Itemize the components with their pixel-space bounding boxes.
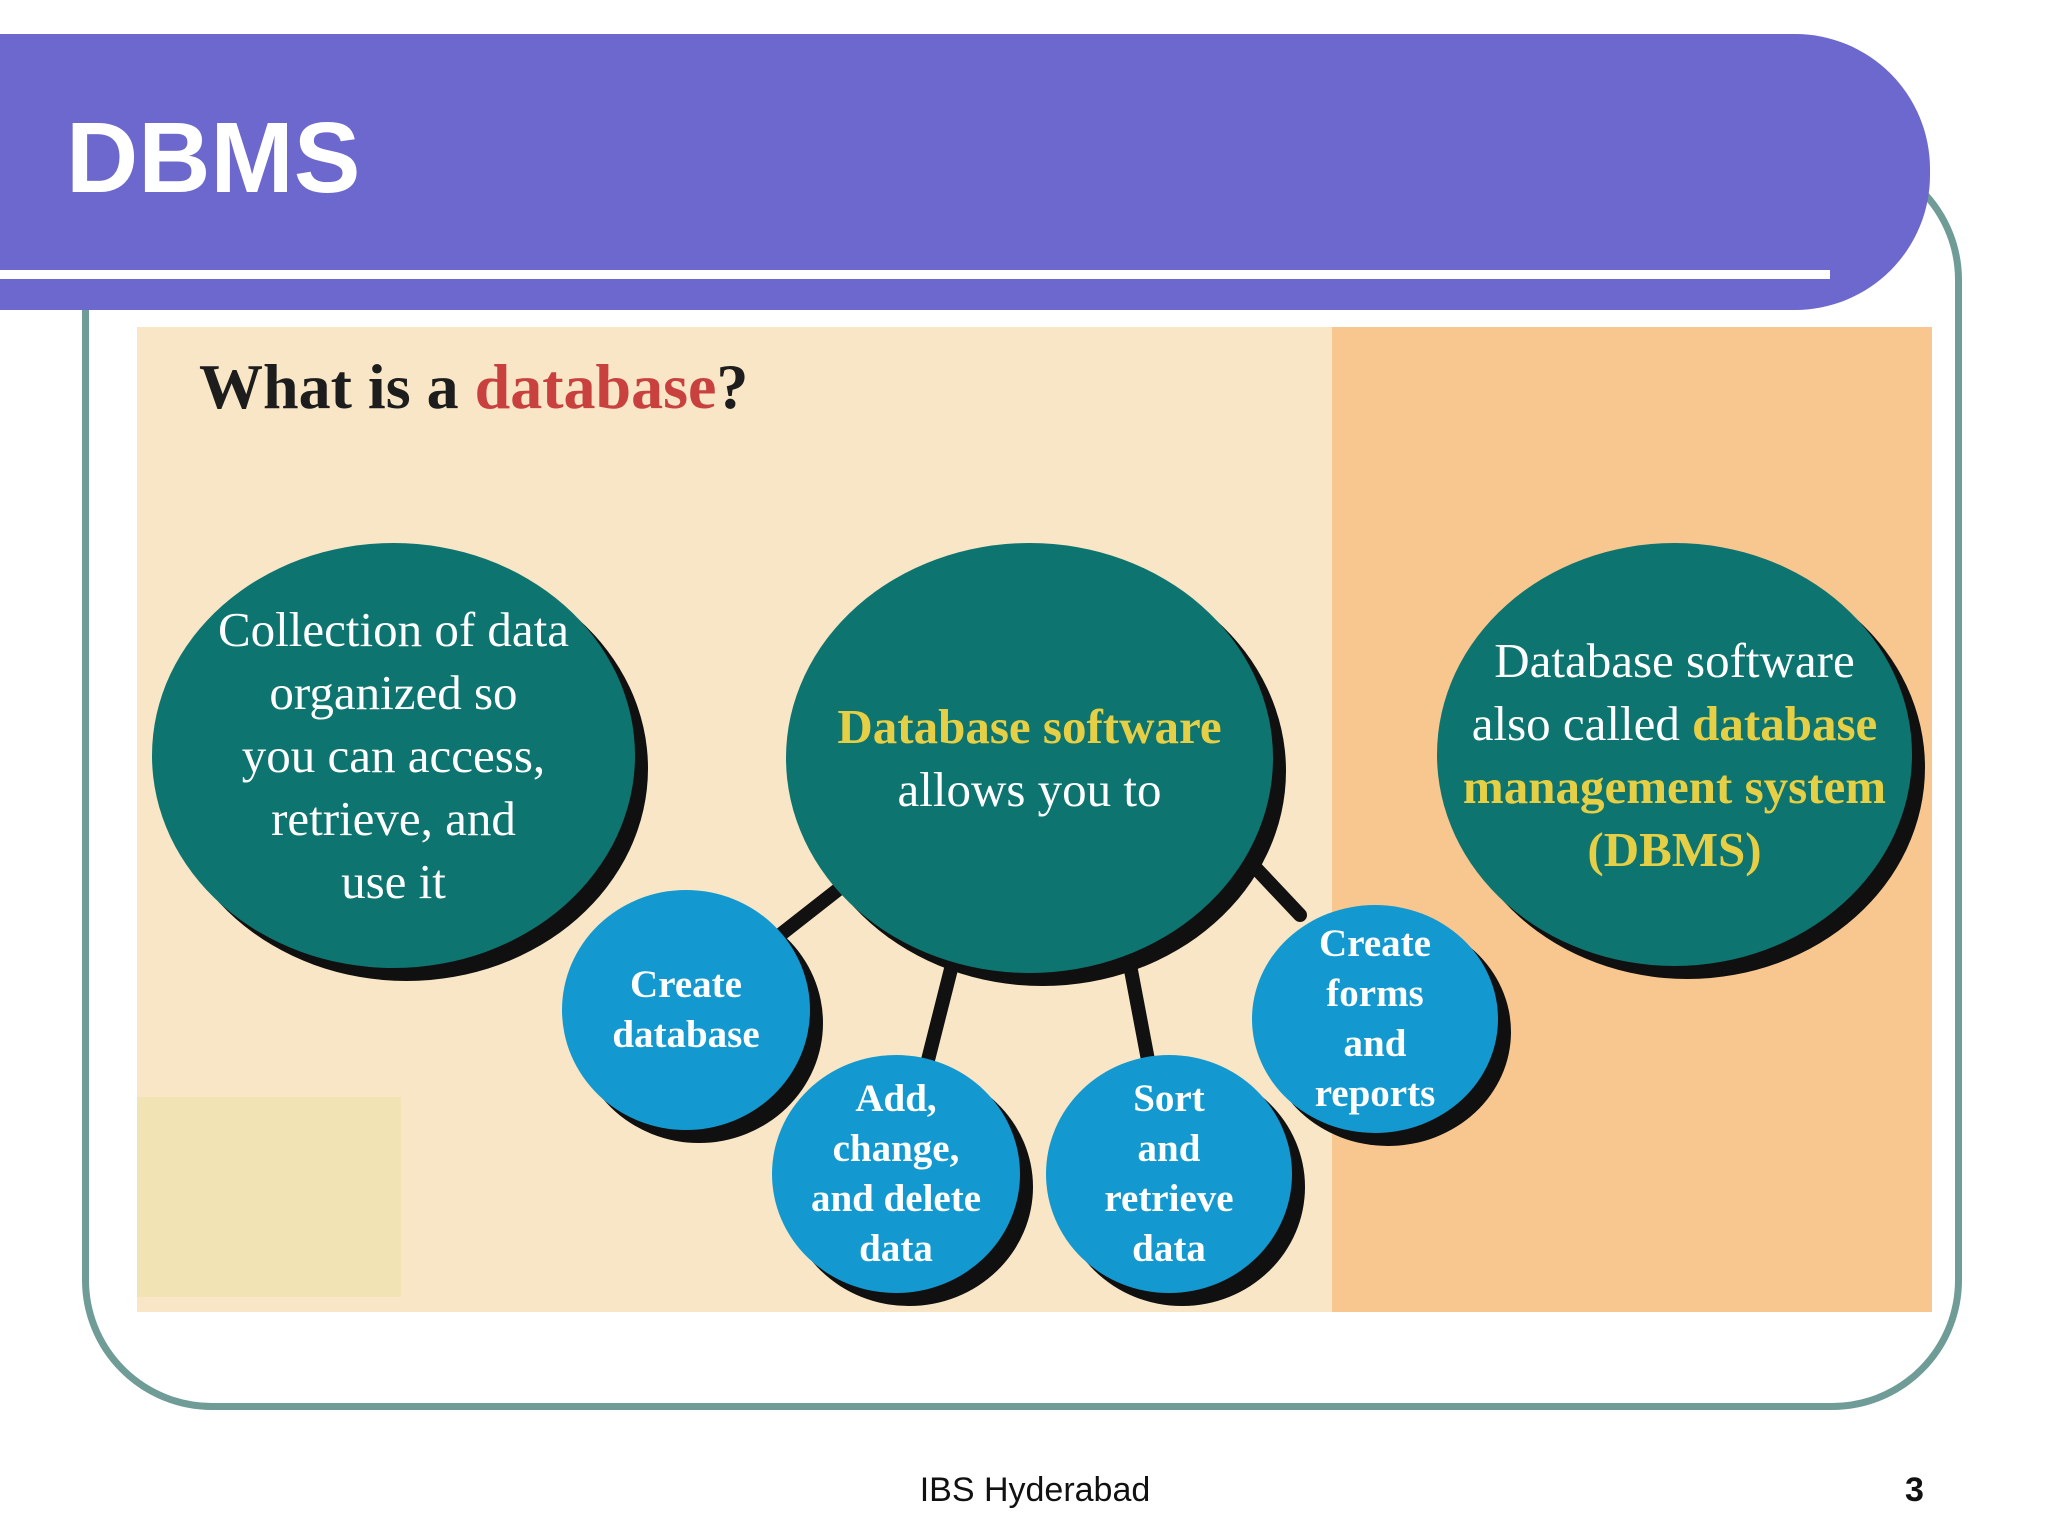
- definition-line: Collection of data: [217, 602, 570, 657]
- definition-line: organized so: [269, 665, 518, 720]
- function-line: Add,: [855, 1077, 937, 1120]
- function-line: and: [1343, 1022, 1407, 1065]
- function-line: Sort: [1133, 1077, 1205, 1120]
- function-line: Create: [1319, 922, 1431, 965]
- function-line: and delete: [810, 1177, 982, 1220]
- question-prefix: What is a: [199, 351, 475, 422]
- function-line: database: [612, 1013, 760, 1056]
- dbms-highlight-line: management system: [1462, 758, 1887, 814]
- function-line: retrieve: [1104, 1177, 1234, 1220]
- center-line: allows you to: [897, 762, 1162, 817]
- function-line: Create: [630, 963, 742, 1006]
- dbms-highlight: database: [1692, 695, 1878, 751]
- function-line: data: [1132, 1227, 1206, 1270]
- function-line: reports: [1314, 1072, 1436, 1115]
- database-software-circle: Database software allows you to: [786, 543, 1273, 973]
- panel-patch: [137, 1097, 401, 1297]
- connector-create-forms: [1243, 855, 1307, 922]
- definition-line: retrieve, and: [271, 791, 516, 846]
- dbms-line: Database software: [1494, 632, 1855, 688]
- function-line: and: [1137, 1127, 1201, 1170]
- title-bar: [0, 34, 1930, 310]
- question-heading: What is a database?: [199, 347, 748, 427]
- function-create-database: Create database: [562, 890, 810, 1130]
- slide-title: DBMS: [66, 102, 361, 214]
- connector-create-database: [773, 881, 847, 942]
- title-rule: [0, 270, 1830, 279]
- center-highlight: Database software: [837, 699, 1222, 754]
- function-sort-retrieve: Sort and retrieve data: [1046, 1055, 1292, 1293]
- definition-line: use it: [341, 854, 446, 909]
- dbms-acronym: (DBMS): [1587, 821, 1762, 877]
- definition-circle: Collection of data organized so you can …: [152, 543, 635, 968]
- function-add-change-delete: Add, change, and delete data: [772, 1055, 1020, 1293]
- function-line: change,: [832, 1127, 960, 1170]
- dbms-line: also called database: [1463, 692, 1886, 755]
- question-suffix: ?: [716, 351, 749, 422]
- dbms-circle: Database software also called database m…: [1437, 543, 1912, 966]
- question-accent: database: [474, 351, 717, 422]
- page-number: 3: [1905, 1471, 1924, 1509]
- connector-sort-retrieve: [1123, 958, 1155, 1067]
- function-line: forms: [1326, 972, 1424, 1015]
- function-line: data: [859, 1227, 933, 1270]
- connector-add-change-delete: [921, 958, 959, 1067]
- dbms-plain: also called: [1471, 695, 1693, 751]
- function-create-forms-reports: Create forms and reports: [1252, 905, 1498, 1133]
- footer-text: IBS Hyderabad: [919, 1471, 1151, 1509]
- definition-line: you can access,: [241, 728, 546, 783]
